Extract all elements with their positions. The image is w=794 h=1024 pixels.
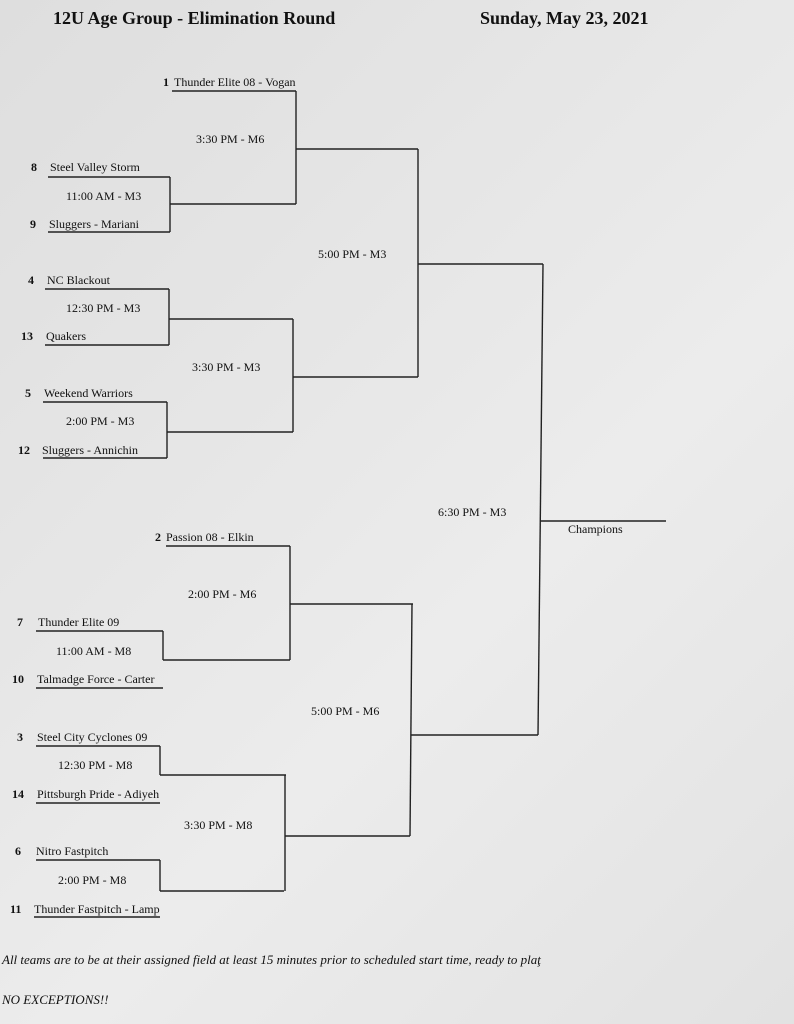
game-time: 5:00 PM - M6 [311, 704, 380, 718]
champions-label: Champions [568, 522, 623, 536]
game-time: 3:30 PM - M6 [196, 132, 265, 146]
seed-number: 13 [21, 329, 33, 343]
team-name: Thunder Elite 08 - Vogan [174, 75, 296, 89]
team-name: Thunder Fastpitch - Lamp [34, 902, 160, 916]
game-time: 6:30 PM - M3 [438, 505, 507, 519]
game-time: 12:30 PM - M3 [66, 301, 141, 315]
team-name: Talmadge Force - Carter [37, 672, 155, 686]
team-name: Passion 08 - Elkin [166, 530, 254, 544]
team-name: Steel City Cyclones 09 [37, 730, 148, 744]
seed-number: 6 [15, 844, 21, 858]
event-date: Sunday, May 23, 2021 [480, 8, 649, 28]
seed-number: 9 [30, 217, 36, 231]
game-time: 12:30 PM - M8 [58, 758, 133, 772]
seed-number: 10 [12, 672, 24, 686]
team-name: Nitro Fastpitch [36, 844, 109, 858]
team-name: Sluggers - Annichin [42, 443, 138, 457]
game-time: 11:00 AM - M8 [56, 644, 132, 658]
team-name: Steel Valley Storm [50, 160, 140, 174]
game-time: 3:30 PM - M3 [192, 360, 261, 374]
team-name: Thunder Elite 09 [38, 615, 120, 629]
team-name: Quakers [46, 329, 86, 343]
team-name: Weekend Warriors [44, 386, 133, 400]
seed-number: 3 [17, 730, 23, 744]
seed-number: 11 [10, 902, 22, 916]
seed-number: 5 [25, 386, 31, 400]
game-time: 5:00 PM - M3 [318, 247, 387, 261]
seed-number: 7 [17, 615, 23, 629]
connector-final [537, 263, 544, 736]
seed-number: 4 [28, 273, 34, 287]
team-name: Pittsburgh Pride - Adiyeh [37, 787, 160, 801]
seed-number: 14 [12, 787, 24, 801]
connector-sf-bottom [409, 603, 413, 837]
footer-exceptions: NO EXCEPTIONS!! [2, 992, 109, 1007]
footer-note: All teams are to be at their assigned fi… [2, 952, 541, 967]
game-time: 2:00 PM - M6 [188, 587, 257, 601]
seed-number: 2 [155, 530, 161, 544]
seed-number: 12 [18, 443, 30, 457]
page-title: 12U Age Group - Elimination Round [53, 8, 336, 28]
seed-number: 8 [31, 160, 37, 174]
game-time: 3:30 PM - M8 [184, 818, 253, 832]
seed-number: 1 [163, 75, 169, 89]
game-time: 2:00 PM - M3 [66, 414, 135, 428]
team-name: Sluggers - Mariani [49, 217, 139, 231]
game-time: 11:00 AM - M3 [66, 189, 142, 203]
team-name: NC Blackout [47, 273, 110, 287]
game-time: 2:00 PM - M8 [58, 873, 127, 887]
